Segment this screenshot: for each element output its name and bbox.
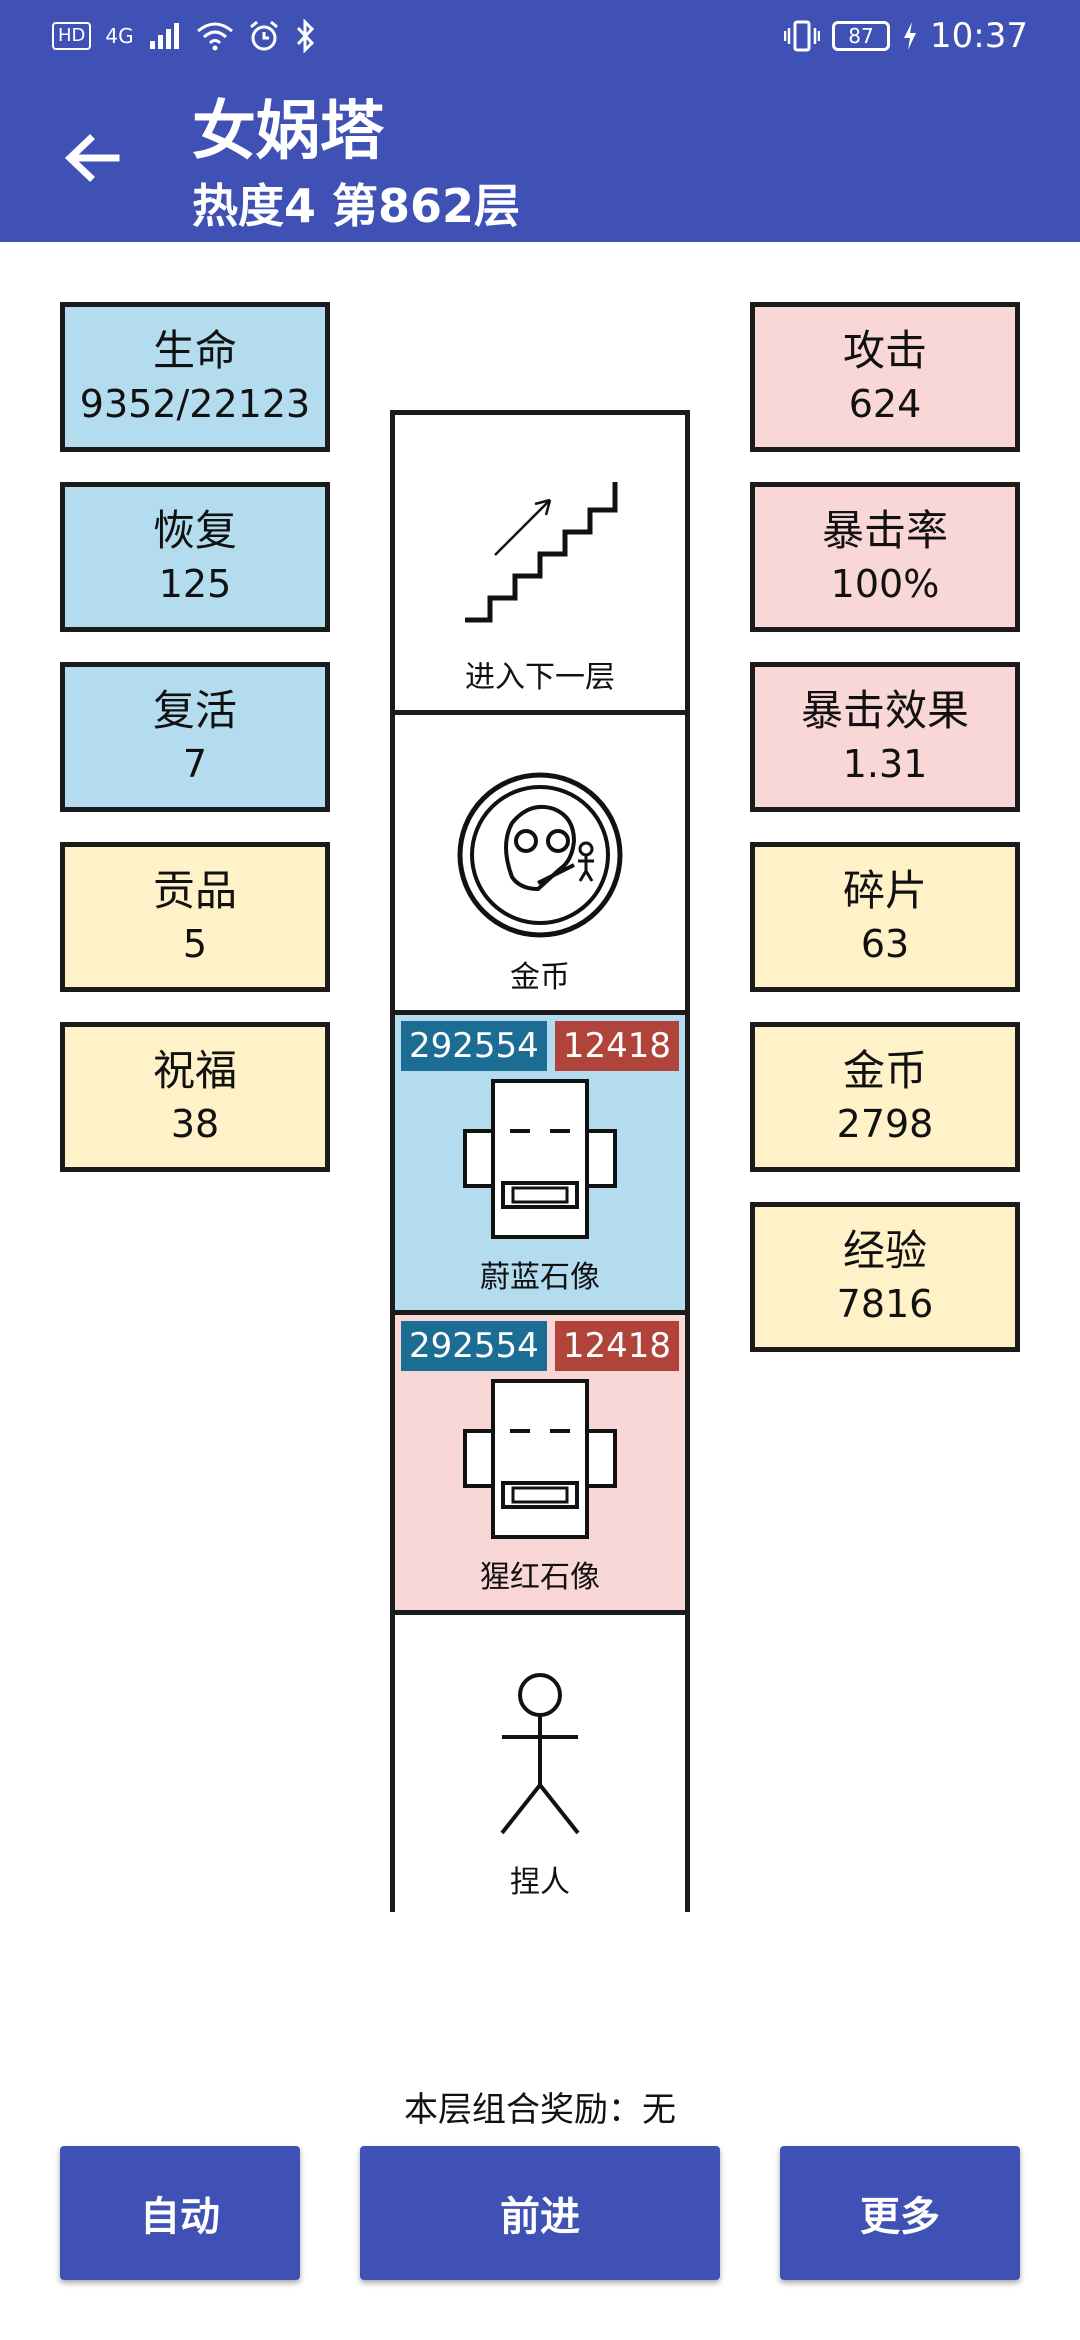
stat-value: 100% xyxy=(830,562,940,606)
tower-cell-label: 金币 xyxy=(510,960,570,995)
floor-bonus-text: 本层组合奖励：无 xyxy=(404,2090,676,2130)
status-bar: HD 4G xyxy=(0,0,1080,72)
enemy-hp-badge: 292554 xyxy=(401,1321,547,1371)
arrow-left-icon xyxy=(64,134,120,182)
stat-card-tribute: 贡品 5 xyxy=(60,842,330,992)
stat-label: 暴击效果 xyxy=(800,686,969,735)
stat-value: 7816 xyxy=(836,1282,934,1326)
stat-card-fragments: 碎片 63 xyxy=(750,842,1020,992)
stat-label: 恢复 xyxy=(152,506,237,555)
stat-card-exp: 经验 7816 xyxy=(750,1202,1020,1352)
status-time: 10:37 xyxy=(930,16,1028,56)
signal-icon xyxy=(149,23,179,49)
stat-value: 2798 xyxy=(836,1102,934,1146)
stat-label: 经验 xyxy=(842,1226,927,1275)
back-button[interactable] xyxy=(62,128,122,188)
stat-card-revive: 复活 7 xyxy=(60,662,330,812)
stat-value: 9352/22123 xyxy=(79,382,311,426)
tower-cell-label: 捏人 xyxy=(510,1865,570,1900)
page-subtitle: 热度4 第862层 xyxy=(192,179,521,233)
page-title: 女娲塔 xyxy=(192,95,384,169)
battery-indicator: 87 xyxy=(832,21,891,51)
tower-cell-label: 进入下一层 xyxy=(465,660,615,695)
statue-icon xyxy=(463,1379,617,1539)
forward-button[interactable]: 前进 xyxy=(360,2146,720,2280)
hd-indicator: HD xyxy=(52,22,92,50)
wifi-icon xyxy=(196,22,233,51)
stat-label: 生命 xyxy=(152,326,237,375)
network-label: 4G xyxy=(105,24,134,48)
stat-label: 金币 xyxy=(842,1046,927,1095)
stat-label: 贡品 xyxy=(152,866,237,915)
stat-label: 攻击 xyxy=(842,326,927,375)
stat-label: 复活 xyxy=(152,686,237,735)
enemy-attack-badge: 12418 xyxy=(554,1021,679,1071)
statue-icon xyxy=(463,1079,617,1239)
stat-value: 38 xyxy=(170,1102,220,1146)
enemy-attack-badge: 12418 xyxy=(554,1321,679,1371)
stat-card-gold: 金币 2798 xyxy=(750,1022,1020,1172)
vibrate-icon xyxy=(784,20,821,52)
tower-cell-blue-statue[interactable]: 292554 12418 蔚蓝石像 xyxy=(395,1015,685,1315)
alarm-icon xyxy=(249,20,278,51)
status-left: HD 4G xyxy=(52,0,316,72)
tower-cell-label: 蔚蓝石像 xyxy=(480,1260,600,1295)
bluetooth-icon xyxy=(296,19,314,53)
stat-value: 7 xyxy=(182,742,208,786)
stat-label: 碎片 xyxy=(842,866,927,915)
stat-label: 暴击率 xyxy=(821,506,948,555)
coin-icon xyxy=(457,772,623,938)
tower-column: 进入下一层 金币 292554 12418 xyxy=(390,410,690,1915)
stat-card-attack: 攻击 624 xyxy=(750,302,1020,452)
enemy-hp-badge: 292554 xyxy=(401,1021,547,1071)
charging-icon xyxy=(904,22,917,50)
tower-cell-label: 猩红石像 xyxy=(480,1560,600,1595)
stick-figure-icon xyxy=(500,1673,580,1835)
stat-value: 5 xyxy=(182,922,208,966)
auto-button[interactable]: 自动 xyxy=(60,2146,300,2280)
stat-value: 1.31 xyxy=(842,742,928,786)
stat-value: 63 xyxy=(860,922,910,966)
tower-cell-coin[interactable]: 金币 xyxy=(395,715,685,1015)
tower-cell-stairs[interactable]: 进入下一层 xyxy=(395,415,685,715)
stat-value: 125 xyxy=(158,562,232,606)
stat-card-regen: 恢复 125 xyxy=(60,482,330,632)
status-right: 87 10:37 xyxy=(784,0,1028,72)
more-button[interactable]: 更多 xyxy=(780,2146,1020,2280)
top-bar: HD 4G xyxy=(0,0,1080,242)
tower-cell-red-statue[interactable]: 292554 12418 猩红石像 xyxy=(395,1315,685,1615)
tower-cell-character[interactable]: 捏人 xyxy=(395,1615,685,1915)
stat-card-blessing: 祝福 38 xyxy=(60,1022,330,1172)
stat-card-hp: 生命 9352/22123 xyxy=(60,302,330,452)
stairs-icon xyxy=(465,482,618,623)
stat-label: 祝福 xyxy=(152,1046,237,1095)
stat-card-crit-rate: 暴击率 100% xyxy=(750,482,1020,632)
stat-card-crit-effect: 暴击效果 1.31 xyxy=(750,662,1020,812)
stat-value: 624 xyxy=(848,382,922,426)
